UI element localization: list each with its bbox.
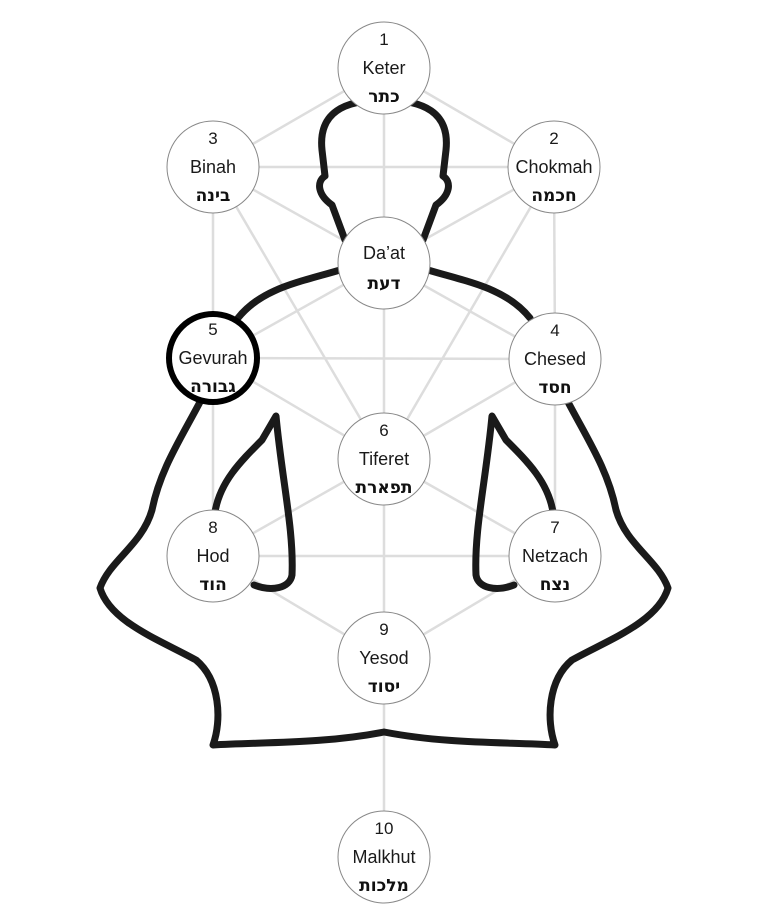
node-circle <box>337 21 431 115</box>
node-circle <box>508 312 602 406</box>
node-hebrew: דעת <box>368 274 401 294</box>
node-name: Gevurah <box>178 348 247 368</box>
node-name: Chokmah <box>515 157 592 177</box>
left-inner-arm-outline <box>211 412 296 592</box>
node-hebrew: בינה <box>196 186 231 206</box>
node-number: 1 <box>379 30 388 49</box>
node-hebrew: גבורה <box>190 377 236 397</box>
node-number: 2 <box>549 129 558 148</box>
node-number: 10 <box>375 819 394 838</box>
right-shoulder-outline <box>424 266 534 322</box>
node-hebrew: מלכות <box>359 876 409 896</box>
node-hebrew: תפארת <box>355 478 412 498</box>
node-name: Netzach <box>522 546 588 566</box>
node-hebrew: נצח <box>540 575 570 595</box>
node-name: Hod <box>196 546 229 566</box>
node-number: 7 <box>550 518 559 537</box>
node-name: Chesed <box>524 349 586 369</box>
path-gevurah-chesed <box>212 356 556 361</box>
node-number: 3 <box>208 129 217 148</box>
node-circle <box>337 611 431 705</box>
node-hebrew: הוד <box>199 575 227 595</box>
node-circle <box>166 311 260 405</box>
left-shoulder-outline <box>234 266 344 322</box>
node-number: 6 <box>379 421 388 440</box>
node-name: Yesod <box>359 648 408 668</box>
node-name: Tiferet <box>359 449 409 469</box>
node-number: 5 <box>208 320 217 339</box>
body-lower-outline <box>96 398 672 749</box>
node-circle <box>507 120 601 214</box>
node-circle <box>508 509 602 603</box>
node-hebrew: יסוד <box>368 677 400 697</box>
meditating-figure-outline <box>96 96 672 749</box>
node-circle <box>337 412 431 506</box>
node-number: 8 <box>208 518 217 537</box>
right-inner-arm-outline <box>472 412 557 592</box>
node-number: 9 <box>379 620 388 639</box>
node-hebrew: חסד <box>538 378 571 398</box>
node-circle <box>337 216 431 310</box>
node-circle <box>166 509 260 603</box>
sefirah-node-daat: Da’at דעת <box>337 216 431 310</box>
node-name: Malkhut <box>352 847 415 867</box>
node-name: Da’at <box>363 243 405 263</box>
node-circle <box>166 120 260 214</box>
node-name: Binah <box>190 157 236 177</box>
path-binah-tiferet <box>211 166 386 460</box>
node-hebrew: חכמה <box>531 186 576 206</box>
path-chokmah-tiferet <box>382 166 556 460</box>
node-number: 4 <box>550 321 559 340</box>
node-name: Keter <box>362 58 405 78</box>
node-hebrew: כתר <box>368 87 399 107</box>
node-circle <box>337 810 431 904</box>
